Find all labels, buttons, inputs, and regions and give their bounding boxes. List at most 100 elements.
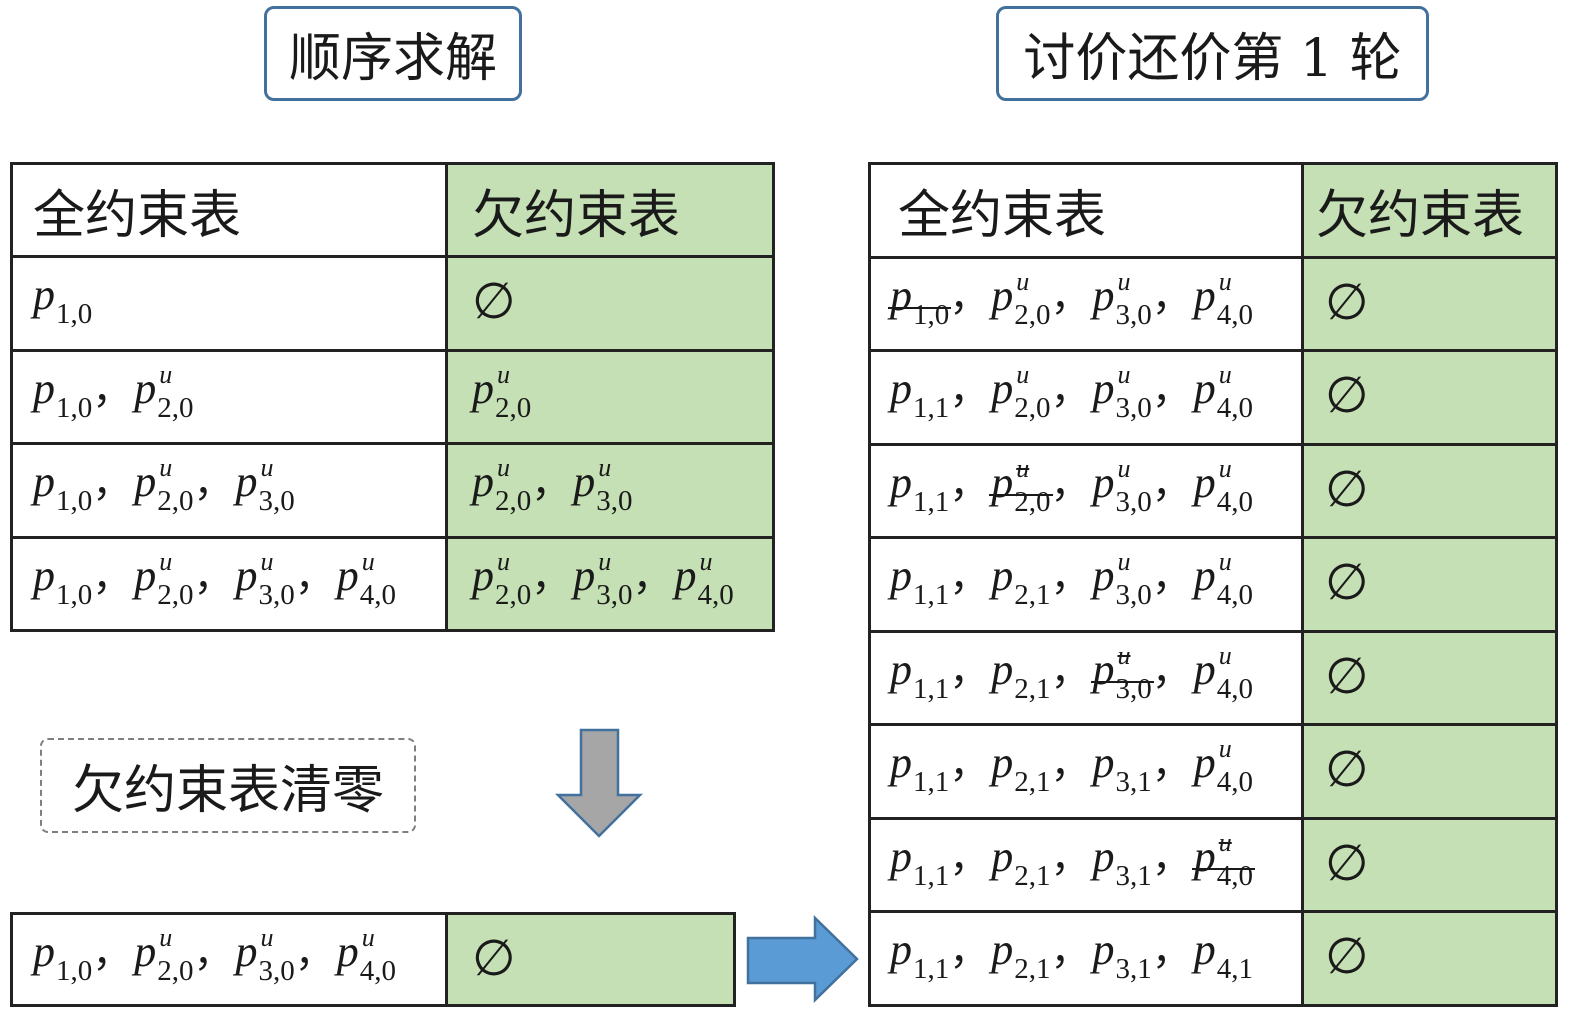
arrow-right-icon: [746, 915, 859, 1003]
math-subscript: 2,1: [1014, 579, 1051, 612]
math-term: p2,1: [991, 822, 1050, 892]
math-base: p: [573, 550, 596, 600]
math-superscript: u: [361, 546, 375, 576]
math-subscript: 1,1: [913, 766, 950, 799]
math-subscript: 3,0: [1115, 672, 1152, 705]
math-scripts: 1,0: [56, 580, 92, 610]
math-expression: p1,0: [33, 260, 92, 330]
full-constraint-header-text: 全约束表: [33, 185, 242, 246]
math-base: p: [134, 927, 157, 976]
math-expression: ∅: [1325, 448, 1369, 521]
term-separator: ，: [1151, 367, 1192, 414]
term-separator: ，: [1050, 554, 1091, 601]
empty-set-symbol: ∅: [1325, 833, 1369, 892]
sequential-solution-title: 顺序求解: [264, 6, 522, 101]
math-subscript: 4,0: [1216, 298, 1253, 331]
under-constraint-header-text: 欠约束表: [1316, 185, 1525, 246]
under-constraint-cell: ∅: [1304, 819, 1555, 911]
math-superscript: u: [1117, 360, 1131, 390]
term-separator: ，: [92, 553, 133, 600]
math-scripts: 1,1: [913, 768, 949, 797]
math-base: p: [235, 457, 258, 507]
math-scripts: 3,1: [1116, 955, 1152, 984]
math-subscript: 4,0: [1216, 672, 1253, 705]
math-base: p: [1092, 738, 1115, 788]
math-base: p: [1193, 644, 1216, 694]
math-term: p1,1: [890, 354, 949, 424]
empty-set-symbol: ∅: [472, 929, 516, 987]
term-separator: ，: [1151, 554, 1192, 601]
empty-set-symbol: ∅: [1325, 272, 1369, 331]
math-subscript: 2,1: [1014, 766, 1051, 799]
under-constraint-cell: ∅: [1304, 913, 1555, 1004]
math-superscript: u: [159, 923, 173, 952]
full-constraint-cell: p1,0: [13, 258, 445, 349]
empty-set-symbol: ∅: [1325, 366, 1369, 425]
term-separator: ，: [92, 366, 133, 413]
term-separator: ，: [949, 460, 990, 507]
math-subscript: 3,0: [258, 955, 295, 987]
math-base: p: [890, 644, 912, 694]
math-base: p: [890, 738, 912, 788]
term-separator: ，: [92, 930, 133, 976]
math-base: p: [134, 457, 157, 507]
math-scripts: 2,1: [1014, 861, 1050, 891]
math-subscript: 2,0: [1014, 485, 1051, 518]
math-subscript: 4,0: [1216, 766, 1253, 799]
math-term: p3,1: [1093, 728, 1152, 798]
math-superscript: u: [1218, 640, 1232, 670]
empty-set-term: ∅: [1325, 915, 1369, 988]
math-superscript: u: [1016, 266, 1030, 296]
under-constraint-cell: ∅: [448, 258, 772, 349]
math-superscript: u: [1016, 453, 1030, 483]
math-base: p: [472, 550, 494, 600]
math-term: p1,1: [890, 541, 949, 611]
full-constraint-cell: p1,1，p2,1，p3,1，p4,1: [871, 913, 1301, 1004]
math-scripts: 2,1: [1014, 768, 1050, 797]
term-separator: ，: [949, 741, 990, 788]
full-constraint-header: 全约束表: [871, 165, 1301, 256]
sequential-solution-title-text: 顺序求解: [288, 29, 497, 89]
math-base: p: [674, 550, 697, 600]
math-term: p3,1: [1093, 822, 1152, 892]
term-separator: ，: [1050, 647, 1091, 694]
math-subscript: 2,0: [495, 578, 532, 611]
math-scripts: 4,1: [1217, 955, 1253, 984]
term-separator: ，: [949, 273, 990, 320]
math-base: p: [336, 550, 359, 600]
math-term: p3,1: [1093, 915, 1152, 985]
math-base: p: [991, 831, 1014, 881]
math-superscript: u: [1218, 453, 1232, 483]
math-term: p1,0: [33, 354, 92, 424]
math-superscript: u: [159, 453, 173, 483]
math-subscript: 4,0: [359, 578, 396, 611]
math-scripts: 1,0: [56, 393, 92, 423]
math-subscript: 2,1: [1014, 672, 1051, 705]
